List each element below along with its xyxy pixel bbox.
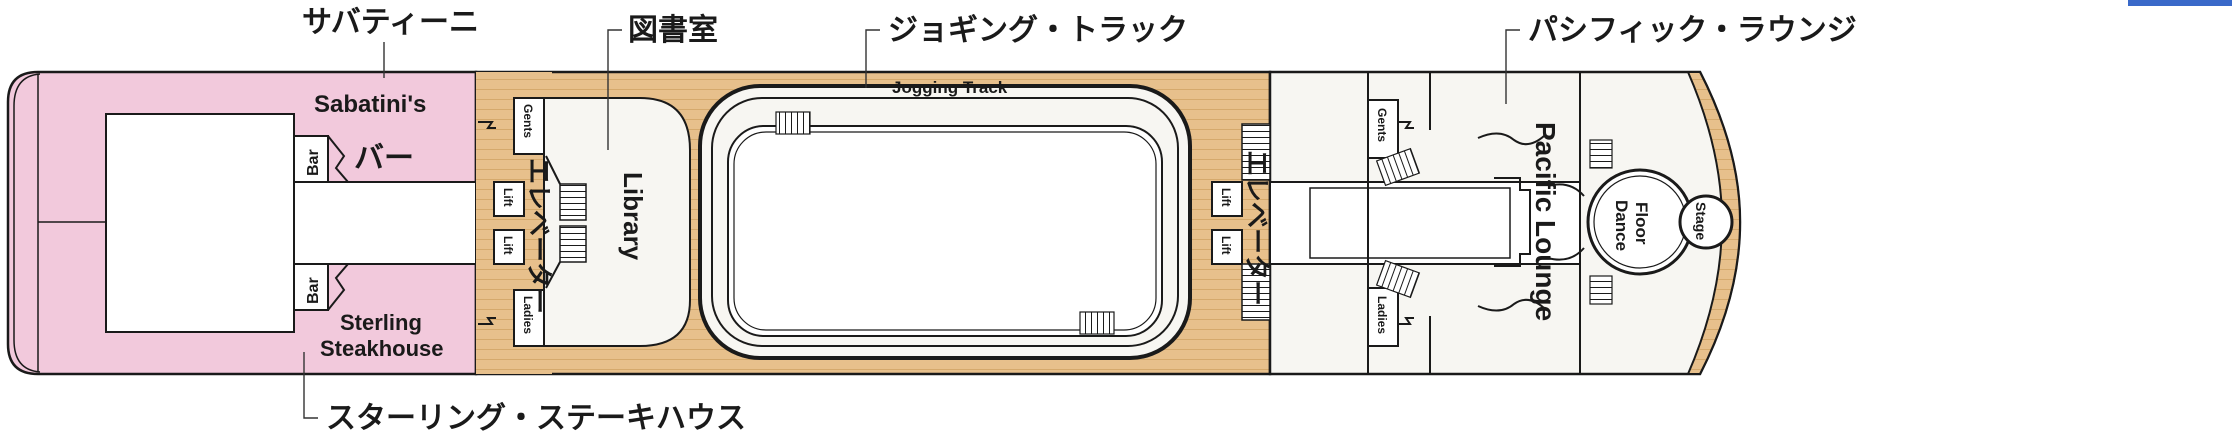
lounge-curve-lower: [1477, 298, 1545, 312]
aft-corridor-inner: [1309, 187, 1511, 259]
galley-block: [105, 113, 295, 333]
door-marks: [478, 121, 496, 325]
venue-pacific-lounge: Pacific Lounge: [1530, 122, 1561, 321]
aft-lift-2: Lift: [1219, 236, 1233, 255]
stage-stair-top: [1589, 139, 1613, 169]
aft-stair-a: [1375, 147, 1421, 187]
stair-bottom-right: [1079, 311, 1115, 335]
callout-lounge: パシフィック・ラウンジ: [1528, 13, 1857, 48]
aft-gents-room: [1367, 99, 1399, 159]
bar-counter-bottom: [293, 263, 329, 311]
aft-core: [1211, 72, 1581, 374]
venue-bar-jp: バー: [354, 141, 414, 176]
venue-library: Library: [618, 172, 648, 261]
venue-stage: Stage: [1693, 202, 1709, 240]
callout-jogging: ジョギング・トラック: [888, 13, 1188, 48]
stair-upper: [559, 183, 587, 221]
venue-steak-1: Sterling: [340, 310, 422, 335]
callout-library: 図書室: [628, 13, 718, 48]
aft-lift-1: Lift: [1219, 188, 1233, 207]
stair-diag-bot: [545, 261, 561, 289]
stage: [1678, 194, 1734, 250]
central-corridor: [293, 181, 477, 265]
stern-deck: [1686, 71, 1742, 375]
venue-bar-bottom: Bar: [305, 277, 322, 304]
aft-ladies: Ladies: [1375, 296, 1389, 334]
aft-door-marks: [1398, 121, 1414, 325]
fwd-gents: Gents: [521, 104, 535, 138]
lobby-outline: [543, 97, 691, 347]
aft-lift-2: [1211, 229, 1243, 265]
fwd-lift-1: Lift: [501, 188, 515, 207]
stage-stair-bottom: [1589, 275, 1613, 305]
stair-top-left: [775, 111, 811, 135]
track-inner-2: [727, 125, 1163, 337]
aft-lift-1: [1211, 181, 1243, 217]
lounge-bar-shape: [1494, 177, 1531, 267]
fwd-lift-2: Lift: [501, 236, 515, 255]
venue-dance-1: Dance: [1612, 200, 1631, 251]
callout-sabatini: サバティーニ: [302, 5, 479, 40]
lift-2: [493, 229, 525, 265]
venue-bar-top: Bar: [305, 149, 322, 176]
aft-stair-b: [1375, 259, 1421, 299]
gents-room: [513, 97, 545, 155]
track-inner-1: [711, 97, 1179, 347]
fwd-ladies: Ladies: [521, 296, 535, 334]
bar-top-shape: [327, 135, 349, 183]
pacific-lounge: [1477, 72, 1734, 374]
forward-core: [476, 72, 691, 374]
leader-lines: [303, 29, 1520, 419]
bar-counter-top: [293, 135, 329, 183]
corner-link-fragment[interactable]: [2128, 0, 2232, 6]
stair-diag-top: [545, 155, 561, 185]
venue-dance-2: Floor: [1632, 202, 1651, 245]
lift-1: [493, 181, 525, 217]
lounge-curve-upper: [1477, 132, 1545, 146]
track-inner-3: [733, 131, 1157, 331]
aft-elevator: エレベーター: [1241, 150, 1271, 306]
forward-venues: [37, 74, 477, 372]
stair-lower: [559, 225, 587, 263]
aft-ladies-room: [1367, 287, 1399, 347]
aft-stair-upper: [1241, 123, 1271, 181]
jogging-track-area: [698, 84, 1192, 360]
bar-bottom-shape: [327, 263, 349, 311]
venue-jogging-track: Jogging Track: [892, 78, 1008, 97]
fwd-elevator: エレベーター: [523, 158, 553, 314]
callout-steakhouse: スターリング・ステーキハウス: [326, 401, 746, 436]
venue-steak-2: Steakhouse: [320, 336, 444, 361]
bow-wall: [13, 73, 41, 373]
aft-stair-lower: [1241, 263, 1271, 321]
venue-sabatini: Sabatini's: [314, 91, 426, 118]
aft-gents: Gents: [1375, 108, 1389, 142]
